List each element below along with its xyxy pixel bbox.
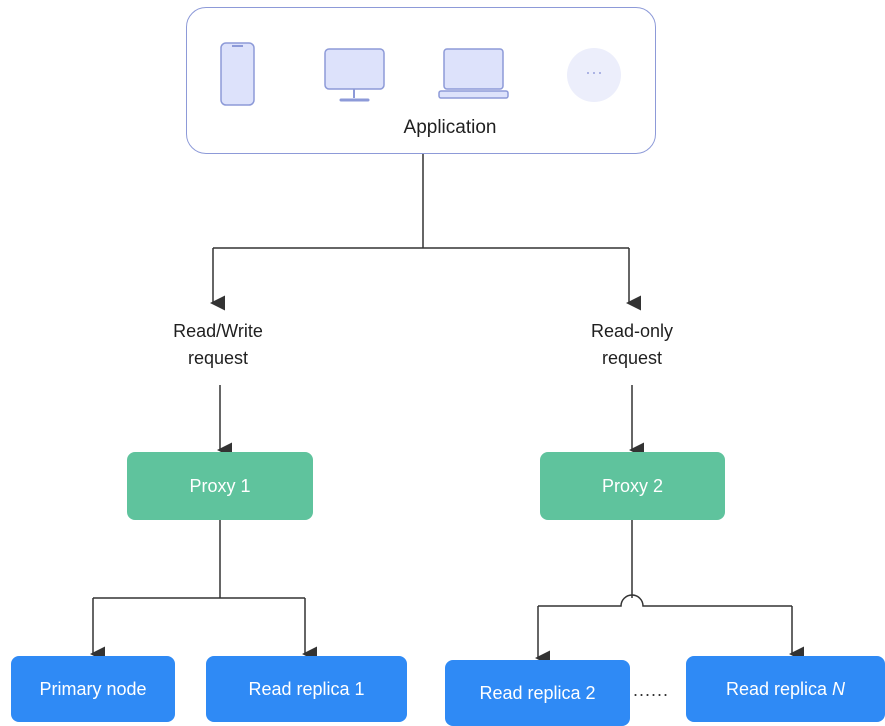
replica-ellipsis: ...... [633,680,670,700]
read-only-request-label: Read-only request [552,318,712,372]
read-only-line1: Read-only [590,321,674,341]
read-replica-2-node: Read replica 2 [445,660,630,726]
read-replica-1-node: Read replica 1 [206,656,407,722]
read-write-line2: request [187,348,249,368]
primary-node: Primary node [11,656,175,722]
laptop-icon [438,48,509,99]
read-replica-n-prefix: Read replica [725,678,833,699]
phone-icon [220,42,255,106]
proxy-2-node: Proxy 2 [540,452,725,520]
proxy-1-node: Proxy 1 [127,452,313,520]
monitor-icon [324,48,385,102]
read-replica-n-suffix: N [832,678,846,699]
read-write-request-label: Read/Write request [138,318,298,372]
read-replica-n-node: Read replica N [686,656,885,722]
more-devices-label: ··· [585,62,603,82]
more-icon [567,48,621,102]
connector-lines [90,154,804,666]
read-write-line1: Read/Write [173,321,263,341]
application-label: Application [403,117,497,138]
read-only-line2: request [601,348,663,368]
